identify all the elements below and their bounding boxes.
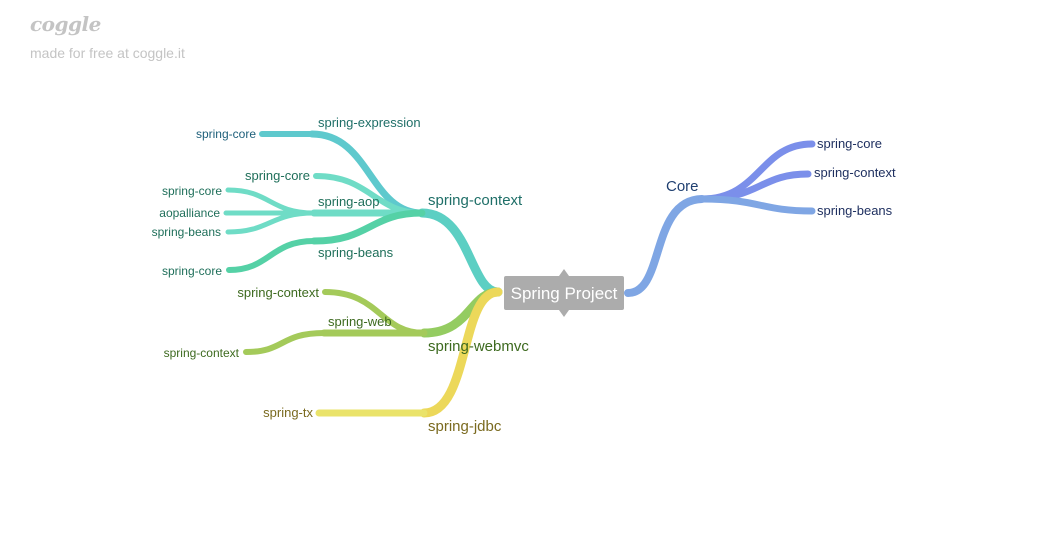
expand-down-icon bbox=[559, 310, 569, 317]
coggle-logo: coggle bbox=[30, 12, 101, 36]
edge-spring-web-spring-context bbox=[243, 330, 327, 355]
node-core-spring-context[interactable]: spring-context bbox=[814, 165, 896, 180]
node-spring-web-spring-context[interactable]: spring-context bbox=[164, 346, 240, 360]
node-spring-jdbc[interactable]: spring-jdbc bbox=[428, 418, 502, 435]
node-spring-expression[interactable]: spring-expression bbox=[318, 115, 421, 130]
node-spring-aop-spring-core[interactable]: spring-core bbox=[162, 184, 222, 198]
node-spring-aop-spring-beans[interactable]: spring-beans bbox=[152, 225, 221, 239]
node-aopalliance[interactable]: aopalliance bbox=[159, 206, 220, 220]
root-node-label: Spring Project bbox=[511, 284, 618, 303]
edge-root-spring-jdbc bbox=[419, 287, 503, 418]
node-spring-beans[interactable]: spring-beans bbox=[318, 245, 394, 260]
node-spring-web[interactable]: spring-web bbox=[328, 314, 392, 329]
edge-root-core bbox=[624, 195, 706, 297]
node-spring-tx[interactable]: spring-tx bbox=[263, 405, 313, 420]
node-core-spring-beans[interactable]: spring-beans bbox=[817, 203, 893, 218]
expand-up-icon bbox=[559, 269, 569, 276]
root-node[interactable]: Spring Project bbox=[504, 269, 624, 317]
node-spring-webmvc[interactable]: spring-webmvc bbox=[428, 338, 529, 355]
node-core[interactable]: Core bbox=[666, 178, 699, 195]
edge-spring-aop-spring-core bbox=[225, 187, 317, 216]
root-node-box bbox=[504, 276, 624, 310]
edge-spring-aop-spring-beans bbox=[225, 210, 317, 235]
node-spring-context[interactable]: spring-context bbox=[428, 192, 523, 209]
edge-spring-beans-spring-core bbox=[226, 238, 317, 273]
made-with-coggle-tagline: made for free at coggle.it bbox=[30, 45, 185, 61]
edge-core-spring-beans bbox=[698, 195, 816, 215]
node-spring-expression-spring-core[interactable]: spring-core bbox=[196, 127, 256, 141]
node-spring-context-spring-core[interactable]: spring-core bbox=[245, 168, 310, 183]
node-spring-aop[interactable]: spring-aop bbox=[318, 194, 379, 209]
node-spring-webmvc-spring-context[interactable]: spring-context bbox=[237, 285, 319, 300]
node-core-spring-core[interactable]: spring-core bbox=[817, 136, 882, 151]
node-spring-beans-spring-core[interactable]: spring-core bbox=[162, 264, 222, 278]
edge-spring-context-spring-beans bbox=[310, 209, 426, 245]
edge-root-spring-context bbox=[417, 208, 503, 297]
